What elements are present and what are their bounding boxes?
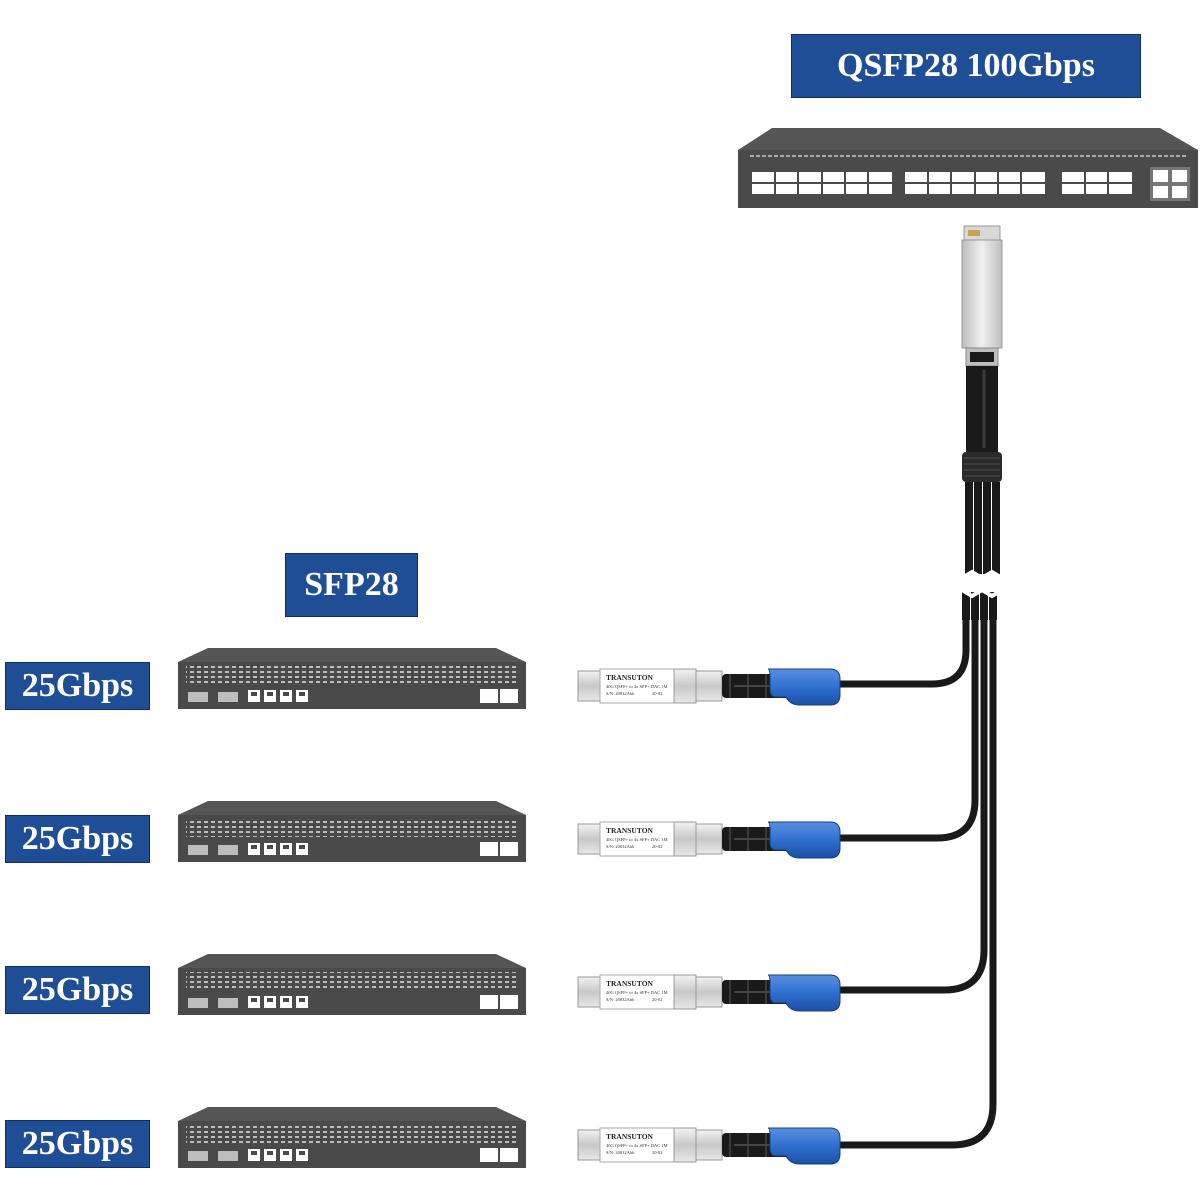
blue-pull-tab [768, 822, 840, 858]
sfp-date-text: 20-02 [652, 844, 663, 849]
sfp28-connector-4: TRANSUTON 40G QSFP+ to 4x SFP+ DAC 1M S/N:… [578, 1128, 840, 1164]
qsfp28-connector [962, 226, 1002, 482]
sfp28-devices [178, 648, 526, 1168]
breakout-cable-bundle [966, 482, 996, 620]
sfp-part-text: 40G QSFP+ to 4x SFP+ DAC 1M [606, 990, 668, 995]
sfp-part-text: 40G QSFP+ to 4x SFP+ DAC 1M [606, 684, 668, 689]
blue-pull-tab [768, 975, 840, 1011]
sfp28-connector-2: TRANSUTON 40G QSFP+ to 4x SFP+ DAC 1M S/N:… [578, 822, 840, 858]
switch-rj45-ports [1150, 167, 1190, 201]
sfp-serial-text: S/N: 20032Ahb [606, 1150, 635, 1155]
sfp28-connectors: TRANSUTON 40G QSFP+ to 4x SFP+ DAC 1M S/N:… [578, 669, 840, 1164]
sfp-brand-text: TRANSUTON [606, 979, 654, 988]
sfp28-device-3 [178, 954, 526, 1015]
sfp28-connector-1: TRANSUTON 40G QSFP+ to 4x SFP+ DAC 1M S/N:… [578, 669, 840, 705]
sfp28-device-4 [178, 1107, 526, 1168]
sfp-date-text: 20-02 [652, 997, 663, 1002]
sfp-brand-text: TRANSUTON [606, 673, 654, 682]
sfp-serial-text: S/N: 20032Ahb [606, 997, 635, 1002]
sfp28-device-2 [178, 801, 526, 862]
sfp-serial-text: S/N: 20032Ahb [606, 691, 635, 696]
switch-port-group-2 [905, 172, 1045, 194]
sfp-date-text: 20-02 [652, 691, 663, 696]
switch-port-group-3 [1062, 172, 1132, 194]
blue-pull-tab [768, 669, 840, 705]
qsfp28-switch [738, 128, 1198, 208]
cable-branches [840, 620, 993, 1145]
sfp-part-text: 40G QSFP+ to 4x SFP+ DAC 1M [606, 837, 668, 842]
switch-port-group-1 [752, 172, 892, 194]
sfp-serial-text: S/N: 20032Ahb [606, 844, 635, 849]
sfp-brand-text: TRANSUTON [606, 1132, 654, 1141]
sfp28-connector-3: TRANSUTON 40G QSFP+ to 4x SFP+ DAC 1M S/N:… [578, 975, 840, 1011]
sfp-brand-text: TRANSUTON [606, 826, 654, 835]
sfp-part-text: 40G QSFP+ to 4x SFP+ DAC 1M [606, 1143, 668, 1148]
blue-pull-tab [768, 1128, 840, 1164]
sfp28-device-1 [178, 648, 526, 709]
sfp-date-text: 20-02 [652, 1150, 663, 1155]
